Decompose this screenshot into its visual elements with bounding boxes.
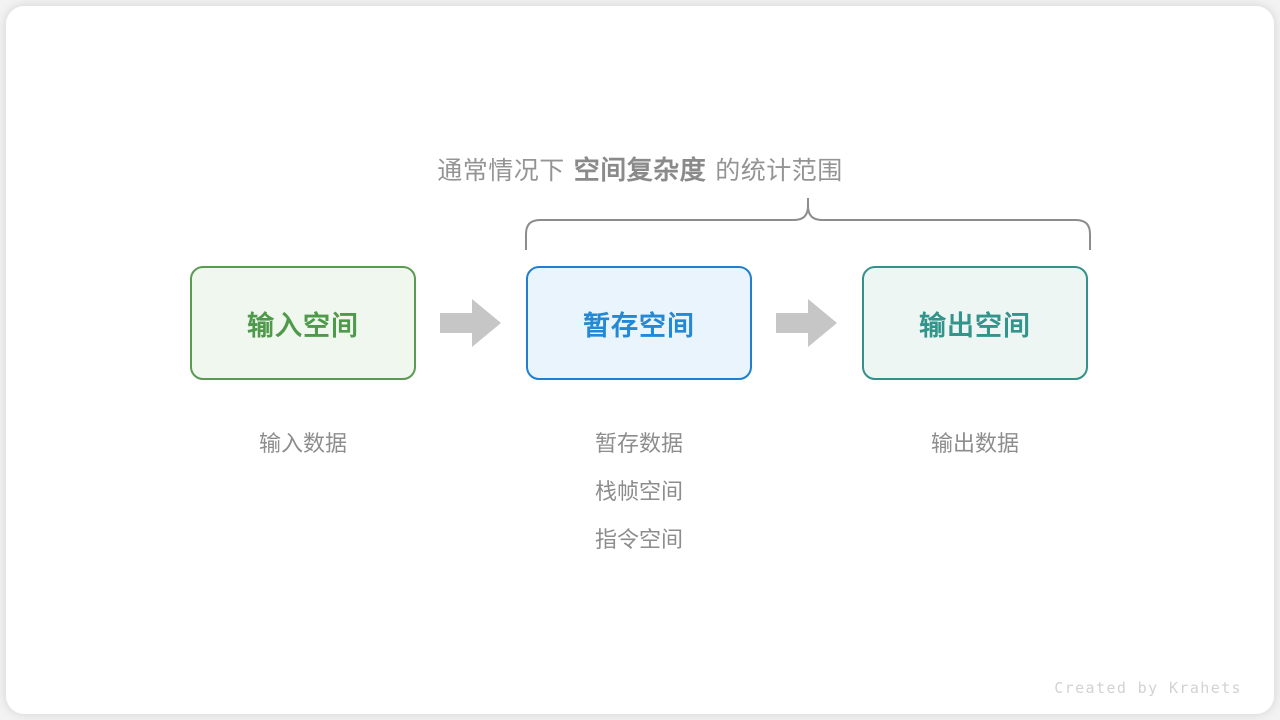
caption-highlight: 空间复杂度 — [573, 155, 707, 185]
caption-prefix: 通常情况下 — [437, 157, 565, 185]
curly-brace — [525, 198, 1091, 250]
caption-suffix: 的统计范围 — [715, 157, 843, 185]
box-output-space-label: 输出空间 — [919, 310, 1031, 341]
space-flow-row: 输入空间 暂存空间 输出空间 — [0, 266, 1280, 382]
notes-output-space: 输出数据 — [825, 420, 1125, 468]
notes-temp-space: 暂存数据 栈帧空间 指令空间 — [489, 420, 789, 564]
box-output-space[interactable]: 输出空间 — [862, 266, 1088, 380]
note-item: 暂存数据 — [594, 431, 683, 456]
box-temp-space-label: 暂存空间 — [583, 310, 695, 341]
box-temp-space[interactable]: 暂存空间 — [526, 266, 752, 380]
note-item: 栈帧空间 — [594, 479, 683, 504]
notes-input-space: 输入数据 — [153, 420, 453, 468]
caption-line: 通常情况下空间复杂度的统计范围 — [0, 150, 1280, 187]
box-input-space[interactable]: 输入空间 — [190, 266, 416, 380]
box-input-space-label: 输入空间 — [247, 310, 359, 341]
watermark: Created by Krahets — [1054, 679, 1242, 697]
right-arrow-icon — [776, 299, 837, 347]
note-item: 输入数据 — [258, 431, 347, 456]
right-arrow-icon — [440, 299, 501, 347]
note-item: 指令空间 — [594, 527, 683, 552]
note-item: 输出数据 — [930, 431, 1019, 456]
